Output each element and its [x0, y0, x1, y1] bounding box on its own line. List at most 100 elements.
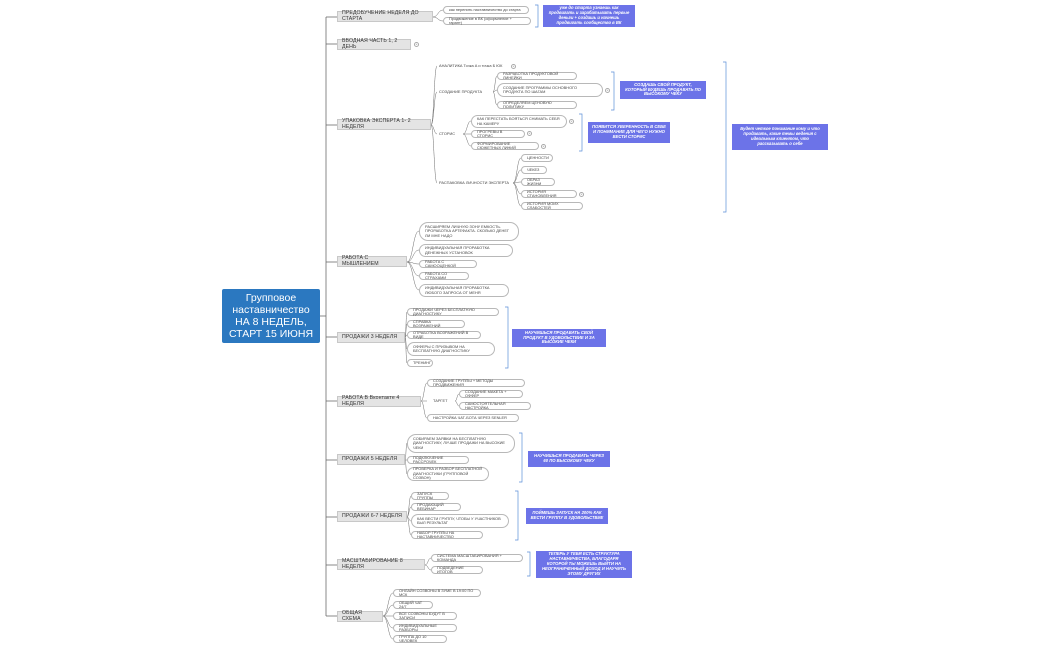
- leaf-cenovaya-politika[interactable]: ОПРЕДЕЛЯЕМ ЦЕНОВУЮ ПОЛИТИКУ: [497, 100, 577, 109]
- leaf-kamera[interactable]: КАК ПЕРЕСТАТЬ БОЯТЬСЯ СНИМАТЬ СЕБЯ НА КА…: [471, 115, 567, 128]
- connector-line: [382, 604, 394, 617]
- leaf-trening[interactable]: ТРЕНИНГ: [407, 359, 433, 367]
- leaf-preobuchenie-1[interactable]: как перепить наставничество до старта: [443, 6, 529, 14]
- section-prodazhi-3[interactable]: ПРОДАЖИ 3 НЕДЕЛЯ: [337, 332, 405, 343]
- section-vkontakte[interactable]: РАБОТА В Вконтакте 4 НЕДЕЛЯ: [337, 395, 421, 407]
- connector-line: [406, 230, 420, 263]
- connector-line: [382, 592, 394, 617]
- leaf-podvedenie-itogov[interactable]: ПОДВЕДЕНИЕ ИТОГОВ: [431, 565, 483, 574]
- leaf-cennosti[interactable]: ЦЕННОСТИ: [521, 154, 553, 162]
- connector-line: [430, 124, 438, 184]
- leaf-besplatnaya-diagnostika[interactable]: ПРОДАЖИ ЧЕРЕЗ БЕСПЛАТНУЮ ДИАГНОСТИКУ: [407, 307, 499, 316]
- connector-line: [492, 89, 498, 93]
- connector-line: [406, 261, 420, 291]
- connector-line: [492, 91, 498, 106]
- section-myshlenie[interactable]: РАБОТА С МЫШЛЕНИЕМ: [337, 255, 407, 267]
- group-raspakovka[interactable]: РАСПАКОВКА ЛИЧНОСТИ ЭКСПЕРТА: [439, 179, 510, 185]
- note-preobuchenie: уже до старта узнаешь как продвигать и з…: [543, 5, 635, 27]
- expand-toggle-icon[interactable]: +: [579, 192, 584, 197]
- leaf-maket-offer[interactable]: СОЗДАНИЕ МАКЕТА + ОФФЕР: [459, 389, 523, 398]
- group-sozdanie-produkta[interactable]: СОЗДАНИЕ ПРОДУКТА: [439, 88, 483, 94]
- leaf-sozdanie-gruppy[interactable]: СОЗДАНИЕ ГРУППЫ + МЕТОДЫ ПРОДВИЖЕНИЯ: [427, 378, 525, 387]
- connector-line: [382, 615, 394, 629]
- leaf-kak-vesti-gruppu[interactable]: КАК ВЕСТИ ГРУППУ, ЧТОБЫ У УЧАСТНИКОВ БЫЛ…: [411, 514, 509, 528]
- connector-line: [420, 382, 428, 402]
- section-prodazhi-6-7[interactable]: ПРОДАЖИ 6-7 НЕДЕЛЯ: [337, 511, 407, 522]
- connector-line: [462, 133, 472, 147]
- root-topic[interactable]: Групповое наставничество НА 8 НЕДЕЛЬ, СТ…: [222, 289, 320, 343]
- connector-line: [406, 249, 420, 263]
- leaf-otrabotka-vozrazheniy[interactable]: ОТРАБОТКА ВОЗРАЖЕНИЙ В ВИДЕ: [407, 330, 481, 339]
- leaf-zoom[interactable]: ОНЛАЙН СОЗВОНЫ В ЗУМЕ В 19:00 ПО МСК: [393, 588, 481, 597]
- summary-bracket: [527, 551, 531, 577]
- leaf-samostoyatelnaya-nastroyka[interactable]: САМОСТОЯТЕЛЬНАЯ НАСТРОЙКА: [459, 401, 531, 410]
- leaf-offery[interactable]: ОФФЕРЫ С ПРИЗЫВОМ НА БЕСПЛАТНУЮ ДИАГНОСТ…: [407, 342, 495, 356]
- summary-bracket: [579, 113, 583, 152]
- section-upakovka[interactable]: УПАКОВКА ЭКСПЕРТА 1- 2 НЕДЕЛЯ: [337, 118, 431, 130]
- leaf-rassrochki[interactable]: ПОДКЛЮЧЕНИЕ РАССРОЧЕК: [407, 455, 469, 464]
- connector-line: [430, 91, 438, 126]
- leaf-chekez[interactable]: ЧЕКЕЗ: [521, 166, 547, 174]
- leaf-programma-produkta[interactable]: СОЗДАНИЕ ПРОГРАММЫ ОСНОВНОГО ПРОДУКТА ПО…: [497, 83, 603, 97]
- connector-line: [432, 9, 444, 18]
- leaf-obschiy-chat[interactable]: ОБЩИЙ ЧАТ 24/7: [393, 600, 433, 609]
- leaf-produktovaya-lineyka[interactable]: РАЗРАБОТКА ПРОДУКТОВОЙ ЛИНЕЙКИ: [497, 71, 577, 80]
- connector-line: [512, 181, 522, 184]
- connector-line: [454, 400, 460, 407]
- leaf-obraz-zhizni[interactable]: ОБРАЗ ЖИЗНИ: [521, 177, 555, 186]
- leaf-istoriya-slabostey[interactable]: ИСТОРИЯ МОИХ СЛАБОСТЕЙ: [521, 201, 583, 210]
- leaf-zapisi[interactable]: ВСЕ СОЗВОНЫ БУДУТ В ЗАПИСИ: [393, 611, 457, 620]
- note-prodazhi-3: НАУЧИШЬСЯ ПРОДАВАТЬ СВОЙ ПРОДУКТ В УДОВО…: [512, 329, 606, 347]
- leaf-lyuboy-zapros[interactable]: ИНДИВИДУАЛЬНАЯ ПРОРАБОТКА ЛЮБОГО ЗАПРОСА…: [419, 284, 509, 297]
- group-analitika[interactable]: АНАЛИТИКА Точка А и точка Б ЮК: [439, 62, 503, 68]
- group-target[interactable]: ТАРГЕТ: [433, 397, 448, 403]
- note-upakovka: Будет четкое понимание кому и что продав…: [732, 124, 828, 150]
- section-masshtabirovanie[interactable]: МАСШТАБИРОВАНИЕ 8 НЕДЕЛЯ: [337, 558, 425, 570]
- leaf-razbory[interactable]: ИНДИВИДУАЛЬНЫЕ РАЗБОРЫ: [393, 623, 457, 632]
- leaf-zapusk-gruppy[interactable]: ЗАПУСК ГРУППЫ: [411, 491, 449, 500]
- summary-bracket: [611, 71, 615, 111]
- summary-bracket: [505, 306, 509, 369]
- connector-line: [424, 557, 432, 566]
- expand-toggle-icon[interactable]: +: [605, 88, 610, 93]
- connector-line: [512, 182, 522, 195]
- note-prodazhi-6-7: ПОЙМЕШЬ ЗАПУСК НА 200% КАК ВЕСТИ ГРУППУ …: [526, 508, 608, 524]
- note-storis: ПОЯВИТСЯ УВЕРЕННОСТЬ В СЕБЕ И ПОНИМАНИЕ …: [588, 122, 670, 143]
- leaf-razbor-diagnostiki[interactable]: ПРОВЕРКА И РАЗБОР БЕСПЛАТНОЙ ДИАГНОСТИКИ…: [407, 467, 489, 481]
- leaf-denezhnye-ustanovki[interactable]: ИНДИВИДУАЛЬНАЯ ПРОРАБОТКА ДЕНЕЖНЫХ УСТАН…: [419, 244, 513, 257]
- leaf-syuzhetnye-linii[interactable]: ФОРМИРОВАНИЕ СЮЖЕТНЫХ ЛИНИЙ: [471, 141, 539, 150]
- leaf-nabor-gruppy[interactable]: НАБОР ГРУППЫ НА НАСТАВНИЧЕСТВО: [411, 530, 483, 539]
- expand-toggle-icon[interactable]: +: [541, 144, 546, 149]
- summary-bracket: [519, 432, 523, 483]
- leaf-chat-bot[interactable]: НАСТРОЙКА ЧАТ-БОТА ЧЕРЕЗ SENLER: [427, 414, 519, 422]
- connector-line: [404, 442, 408, 461]
- section-vvodnaya[interactable]: ВВОДНАЯ ЧАСТЬ 1, 2 ДЕНЬ: [337, 38, 411, 50]
- note-prodazhi-5: НАУЧИШЬСЯ ПРОДАВАТЬ ЧЕРЕЗ 60 ПО ВЫСОКОМУ…: [528, 451, 610, 467]
- summary-bracket: [515, 490, 519, 541]
- leaf-spravka-vozrazheniy[interactable]: СПРАВКА ВОЗРАЖЕНИЙ: [407, 319, 465, 328]
- leaf-gruppa-10[interactable]: ГРУППА ДО 10 ЧЕЛОВЕК: [393, 634, 447, 643]
- section-preobuchenie[interactable]: ПРЕДОБУЧЕНИЕ НЕДЕЛЯ ДО СТАРТА: [337, 10, 433, 22]
- expand-toggle-icon[interactable]: +: [527, 131, 532, 136]
- leaf-progrevy[interactable]: ПРОГРЕВЫ В СТОРИС: [471, 129, 525, 138]
- leaf-sistema-masshtabirovaniya[interactable]: СИСТЕМА МАСШТАБИРОВАНИЯ + КОМАНДА: [431, 553, 523, 562]
- expand-toggle-icon[interactable]: +: [569, 119, 574, 124]
- leaf-sobiraem-zayavki[interactable]: СОБИРАЕМ ЗАЯВКИ НА БЕСПЛАТНУЮ ДИАГНОСТИК…: [407, 434, 515, 453]
- section-prodazhi-5[interactable]: ПРОДАЖИ 5 НЕДЕЛЯ: [337, 454, 405, 465]
- leaf-prodayuschiy-vebinar[interactable]: ПРОДАЮЩИЙ ВЕБИНАР: [411, 502, 461, 511]
- section-obschaya-shema[interactable]: ОБЩАЯ СХЕМА: [337, 610, 383, 622]
- leaf-istoriya-stanovleniya[interactable]: ИСТОРИЯ СТАНОВЛЕНИЯ: [521, 189, 577, 198]
- connector-line: [512, 169, 522, 184]
- connector-line: [424, 564, 432, 571]
- leaf-samoocenka[interactable]: РАБОТА С САМООЦЕНКОЙ: [419, 259, 477, 268]
- expand-toggle-icon[interactable]: +: [511, 64, 516, 69]
- leaf-strahi[interactable]: РАБОТА СО СТРАХАМИ: [419, 271, 469, 280]
- expand-toggle-icon[interactable]: +: [414, 42, 419, 47]
- group-storis[interactable]: СТОРИС: [439, 130, 456, 136]
- leaf-lichnaya-zona[interactable]: РАСШИРЯЕМ ЛИЧНУЮ ЗОНУ ЕМКОСТЬ. ПРОРАБОТК…: [419, 222, 519, 241]
- connector-line: [404, 459, 408, 475]
- connector-line: [430, 124, 438, 135]
- leaf-preobuchenie-2[interactable]: Продвижение в ВК (оформление + гарант): [443, 16, 531, 25]
